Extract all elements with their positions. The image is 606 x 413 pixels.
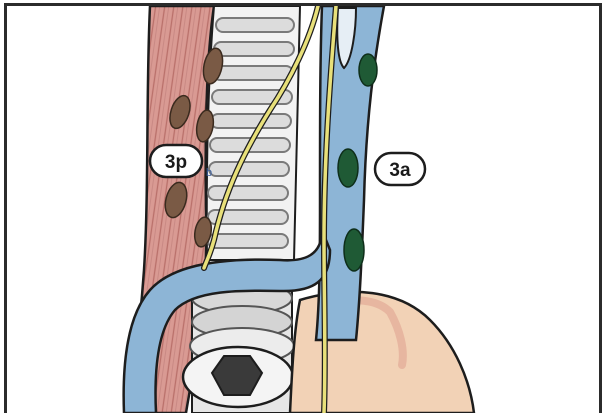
label-3p-text: 3p bbox=[165, 152, 187, 173]
svg-text:b: b bbox=[206, 167, 212, 179]
label-3p: 3p bbox=[150, 145, 202, 177]
label-3a-text: 3a bbox=[389, 160, 411, 181]
trachea-rings bbox=[183, 282, 294, 413]
label-3a: 3a bbox=[375, 153, 425, 185]
